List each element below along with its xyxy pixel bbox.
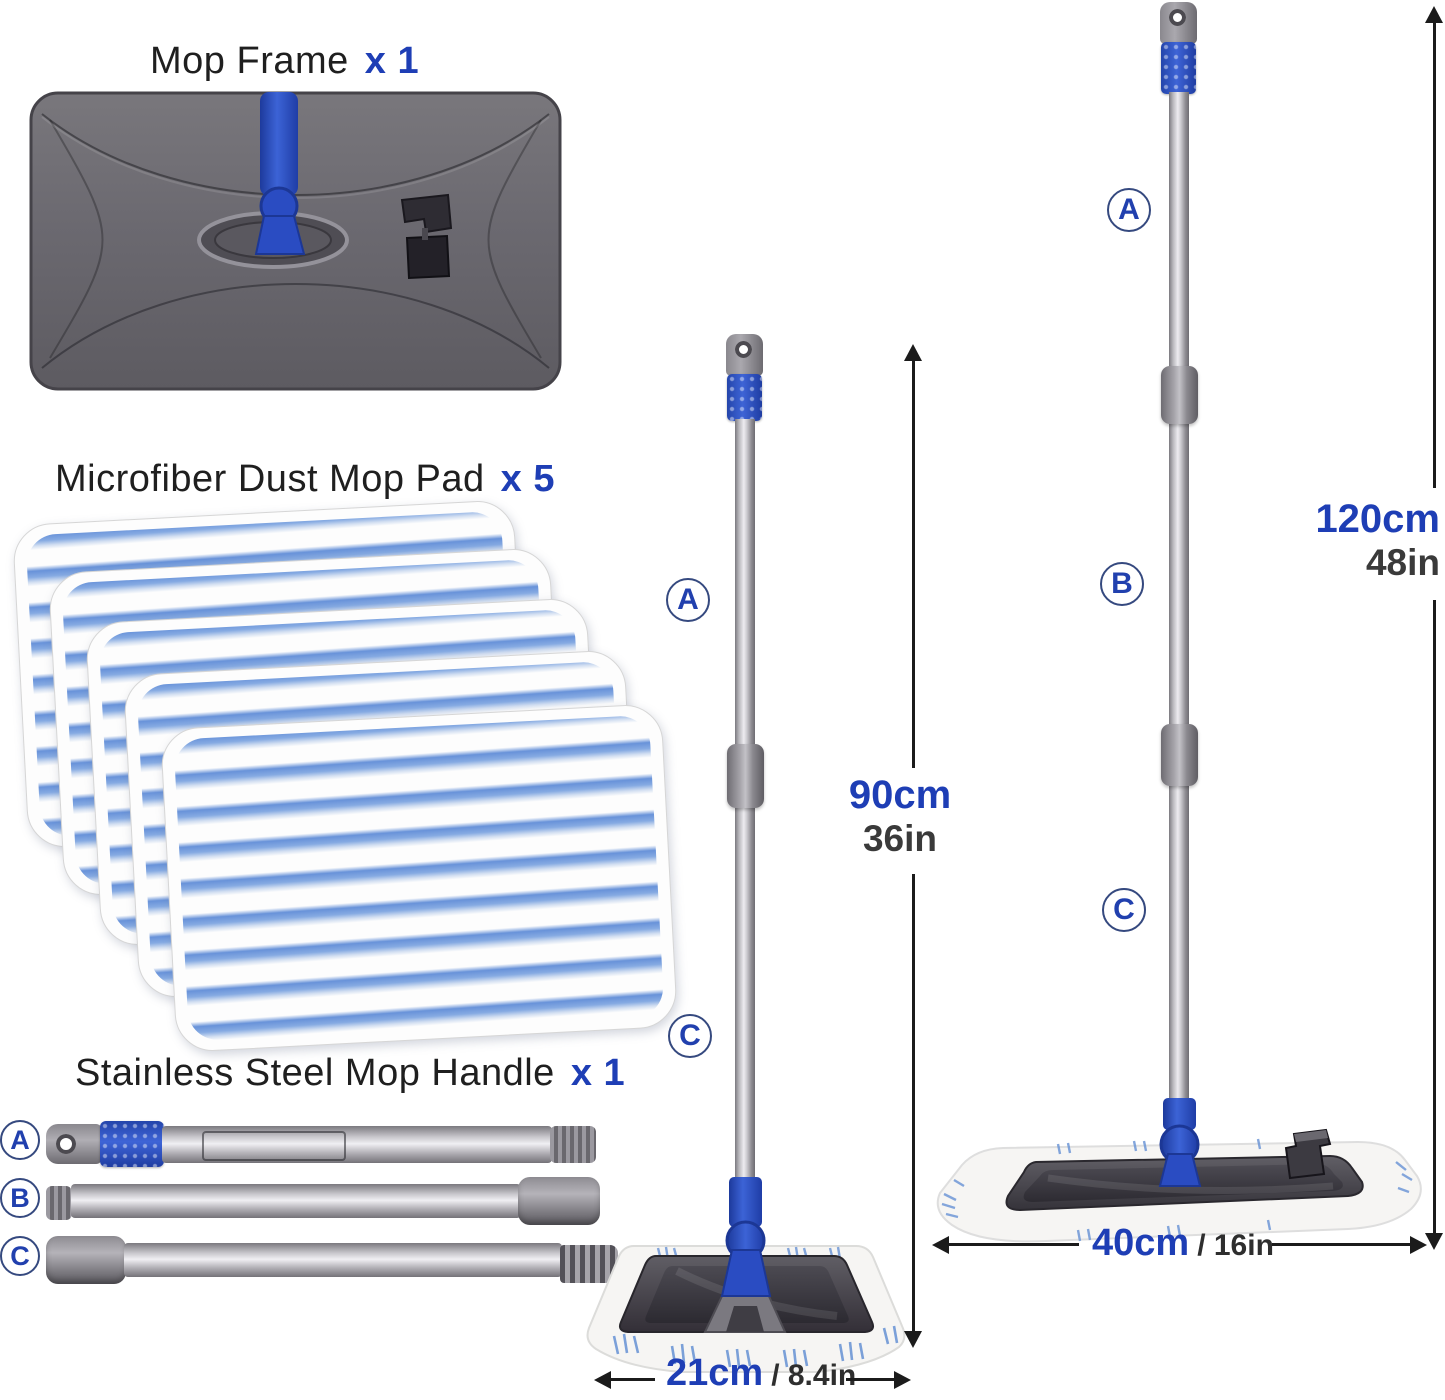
- pole-b-connector: [518, 1177, 600, 1225]
- handle-part-c-label: C: [0, 1236, 40, 1276]
- arrow-down-icon: [1425, 1233, 1443, 1250]
- tall-mop-head: [936, 1124, 1422, 1243]
- handle-part-b-label: B: [0, 1178, 40, 1218]
- handle-count: x 1: [570, 1052, 626, 1094]
- pad-tufts: [612, 1325, 899, 1368]
- tall-mop-section-a-label: A: [1107, 188, 1151, 232]
- mop-frame-count: x 1: [364, 40, 420, 82]
- tall-mop-pole-joint: [1161, 724, 1198, 786]
- pole-a-connector-end: [550, 1126, 596, 1163]
- frame-connector-stub: [260, 92, 298, 196]
- arrow-right-icon: [1410, 1236, 1427, 1254]
- short-mop-pole-joint: [727, 744, 764, 808]
- short-width-line: [611, 1378, 655, 1381]
- arrow-left-icon: [594, 1371, 611, 1389]
- tall-mop-section-b-label: B: [1100, 562, 1144, 606]
- pole-a-label-sticker: [202, 1131, 346, 1161]
- short-height-label: 90cm 36in: [848, 773, 952, 859]
- tall-mop-pole-joint: [1161, 366, 1198, 424]
- mop-frame-title-text: Mop Frame: [150, 40, 349, 82]
- tall-width-line: [949, 1243, 1079, 1246]
- short-width-line: [846, 1378, 896, 1381]
- hang-hole-icon: [735, 341, 752, 358]
- short-mop-section-a-label: A: [666, 578, 710, 622]
- pole-c-thread-tip: [560, 1245, 618, 1283]
- short-height-line: [912, 874, 915, 1332]
- short-mop-blue-collar: [729, 1177, 762, 1227]
- mop-frame-title: Mop Frame x 1: [150, 40, 419, 83]
- short-mop-section-c-label: C: [668, 1014, 712, 1058]
- pole-c-tube: [124, 1243, 562, 1277]
- arrow-up-icon: [904, 344, 922, 361]
- mop-pads-title-text: Microfiber Dust Mop Pad: [55, 458, 485, 500]
- arrow-left-icon: [932, 1236, 949, 1254]
- tall-height-line: [1433, 600, 1436, 1234]
- tall-mop-grip: [1161, 42, 1196, 94]
- pole-c-connector: [46, 1236, 126, 1284]
- hang-hole-icon: [1169, 9, 1186, 26]
- short-height-line: [912, 359, 915, 768]
- mop-pads-count: x 5: [500, 458, 555, 500]
- tall-mop-pole: [1169, 92, 1189, 1104]
- handle-part-a-label: A: [0, 1120, 40, 1160]
- tall-height-line: [1433, 21, 1436, 488]
- mop-pads-title: Microfiber Dust Mop Pad x 5: [55, 458, 555, 501]
- pad-tufts: [941, 1138, 1413, 1242]
- arrow-up-icon: [1425, 6, 1443, 23]
- tall-width-label: 40cm / 16in: [1092, 1222, 1274, 1264]
- tall-width-line: [1272, 1243, 1412, 1246]
- arrow-right-icon: [894, 1371, 911, 1389]
- handle-title-text: Stainless Steel Mop Handle: [75, 1052, 555, 1094]
- pole-b-end-ribs: [46, 1186, 72, 1220]
- short-width-label: 21cm / 8.4in: [666, 1352, 857, 1394]
- short-mop-head: [586, 1220, 906, 1373]
- mop-pad: [159, 703, 679, 1053]
- handle-title: Stainless Steel Mop Handle x 1: [75, 1052, 625, 1095]
- tall-mop-section-c-label: C: [1102, 888, 1146, 932]
- frame-clip-lower: [405, 234, 451, 280]
- head-clip: [1284, 1128, 1332, 1180]
- short-mop-grip: [727, 374, 762, 421]
- tall-height-label: 120cm 48in: [1315, 497, 1440, 583]
- mop-frame-illustration: [29, 91, 562, 391]
- pole-a-grip: [100, 1121, 164, 1167]
- hang-hole-icon: [56, 1134, 76, 1154]
- arrow-down-icon: [904, 1331, 922, 1348]
- pole-b-tube: [71, 1184, 521, 1218]
